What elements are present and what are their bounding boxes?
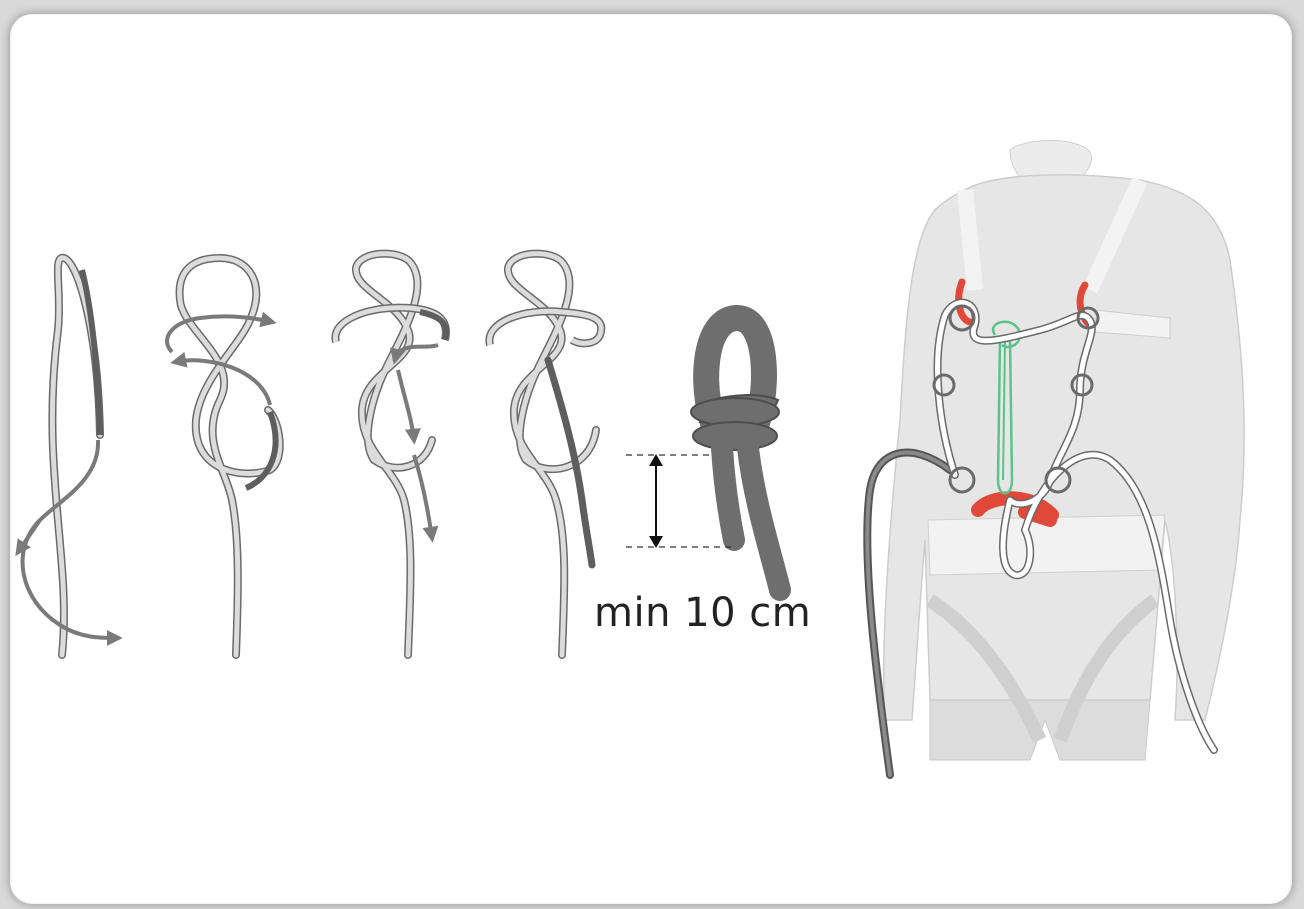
knot-step-2: [167, 258, 280, 655]
knot-step-4: [489, 254, 601, 655]
knot-step-5-finished: [691, 318, 780, 590]
knot-step-3: [335, 254, 446, 655]
measurement-label: min 10 cm: [594, 590, 811, 636]
knot-step-1: [18, 258, 118, 655]
